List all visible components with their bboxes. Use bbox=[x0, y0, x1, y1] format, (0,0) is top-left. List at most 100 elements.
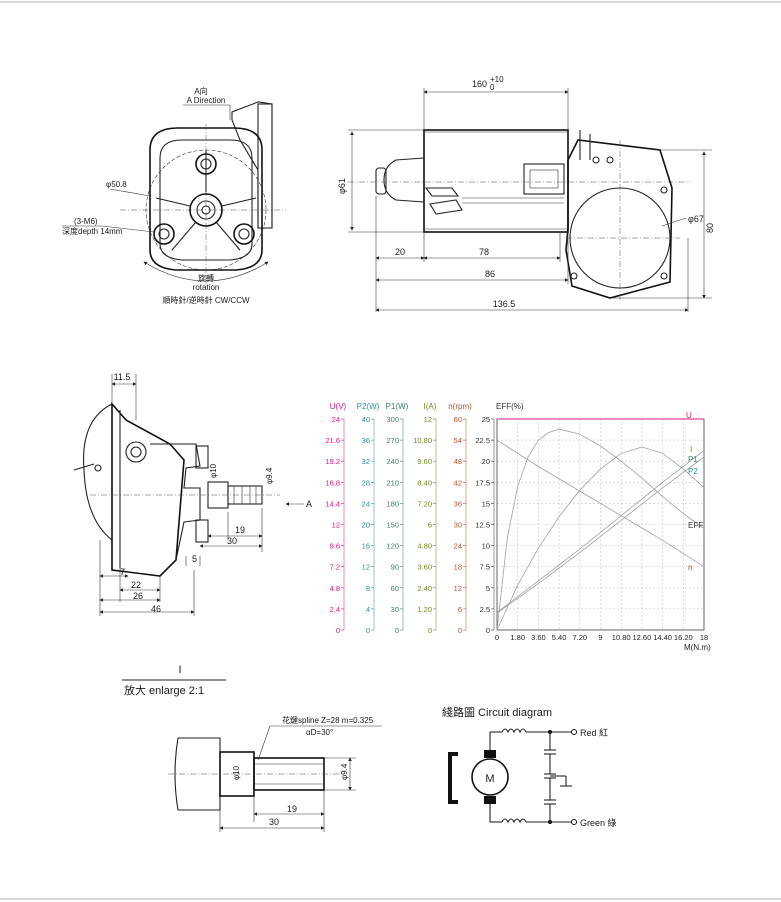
enlarge-title: 放大 enlarge 2:1 bbox=[124, 683, 204, 697]
axis-tick-label-4: 60 bbox=[454, 415, 462, 424]
axis-tick-label-0: 21.6 bbox=[325, 436, 340, 445]
axis-tick-label-0: 0 bbox=[336, 626, 340, 635]
axis-tick-label-3: 0 bbox=[428, 626, 432, 635]
circuit-diagram: 綫路圖 Circuit diagram M Red 紅 bbox=[442, 706, 617, 828]
series-label-eff: EFF bbox=[688, 521, 703, 530]
axis-tick-label-1: 36 bbox=[362, 436, 370, 445]
series-line-eff bbox=[496, 428, 705, 631]
phi67-label: φ67 bbox=[688, 214, 704, 224]
axis-tick-label-1: 28 bbox=[362, 478, 370, 487]
side-view: 160 +10 0 φ61 bbox=[337, 75, 715, 312]
a-direction-cn: A向 bbox=[194, 86, 207, 96]
axis-tick-label-1: 4 bbox=[366, 605, 370, 614]
d1365-label: 136.5 bbox=[493, 299, 516, 309]
x-tick-label: 12.60 bbox=[633, 633, 652, 642]
axis-tick-label-2: 60 bbox=[391, 584, 399, 593]
shaft-d7-label: 7 bbox=[120, 567, 125, 577]
axis-title-5: EFF(%) bbox=[496, 402, 524, 411]
x-axis-label: M(N.m) bbox=[684, 643, 711, 652]
axis-tick-label-0: 14.4 bbox=[325, 499, 340, 508]
x-tick-label: 10.80 bbox=[612, 633, 631, 642]
axis-tick-label-0: 19.2 bbox=[325, 457, 340, 466]
shaft-d19-label: 19 bbox=[235, 525, 245, 535]
axis-tick-label-2: 120 bbox=[386, 542, 399, 551]
green-wire-label: Green 綠 bbox=[580, 817, 617, 828]
phi61-label: φ61 bbox=[337, 178, 347, 194]
x-tick-label: 9 bbox=[598, 633, 602, 642]
axis-tick-label-4: 42 bbox=[454, 478, 462, 487]
axis-tick-label-3: 10.80 bbox=[413, 436, 432, 445]
x-tick-label: 0 bbox=[495, 633, 499, 642]
series-line-p2 bbox=[496, 446, 705, 631]
axis-tick-label-1: 32 bbox=[362, 457, 370, 466]
enlarge-d30-label: 30 bbox=[269, 817, 279, 827]
axis-tick-label-1: 20 bbox=[362, 521, 370, 530]
rotation-en: rotation bbox=[193, 283, 220, 292]
axis-tick-label-1: 16 bbox=[362, 542, 370, 551]
rotation-cn: 旋轉 bbox=[198, 273, 214, 283]
shaft-phi94-label: φ9.4 bbox=[265, 467, 274, 484]
motor-label: M bbox=[485, 773, 494, 785]
x-tick-label: 14.40 bbox=[653, 633, 672, 642]
axis-tick-label-5: 17.5 bbox=[475, 478, 490, 487]
axis-tick-label-2: 90 bbox=[391, 563, 399, 572]
enlarge-phi10-label: φ10 bbox=[232, 765, 241, 780]
len160-label: 160 bbox=[472, 79, 487, 89]
axis-tick-label-3: 8.40 bbox=[417, 478, 432, 487]
axis-tick-label-3: 7.20 bbox=[417, 499, 432, 508]
axis-tick-label-0: 9.6 bbox=[330, 542, 340, 551]
series-label-i: I bbox=[690, 445, 692, 454]
axis-tick-label-4: 48 bbox=[454, 457, 462, 466]
axis-tick-label-5: 10 bbox=[482, 542, 490, 551]
axis-tick-label-1: 40 bbox=[362, 415, 370, 424]
axis-tick-label-5: 0 bbox=[486, 626, 490, 635]
axis-tick-label-4: 54 bbox=[454, 436, 462, 445]
axis-tick-label-3: 6 bbox=[428, 521, 432, 530]
x-tick-label: 7.20 bbox=[572, 633, 587, 642]
circuit-title: 綫路圖 Circuit diagram bbox=[442, 706, 552, 719]
axis-tick-label-3: 4.80 bbox=[417, 542, 432, 551]
m6-label: (3-M6) bbox=[74, 217, 98, 226]
x-tick-label: 5.40 bbox=[552, 633, 567, 642]
axis-tick-label-0: 4.8 bbox=[330, 584, 340, 593]
axis-tick-label-1: 12 bbox=[362, 563, 370, 572]
axis-tick-label-4: 18 bbox=[454, 563, 462, 572]
shaft-d46-label: 46 bbox=[151, 604, 161, 614]
axis-tick-label-4: 36 bbox=[454, 499, 462, 508]
axis-tick-label-3: 12 bbox=[424, 415, 432, 424]
axis-tick-label-4: 30 bbox=[454, 521, 462, 530]
tol-up-label: +10 bbox=[490, 75, 504, 84]
axis-tick-label-0: 2.4 bbox=[330, 605, 340, 614]
axis-tick-label-2: 30 bbox=[391, 605, 399, 614]
cw-ccw-label: 順時針/逆時針 CW/CCW bbox=[162, 295, 250, 305]
axis-tick-label-5: 5 bbox=[486, 584, 490, 593]
front-view: A向 A Direction φ50.8 (3-M6) bbox=[62, 86, 286, 305]
series-label-p1: P1 bbox=[688, 455, 698, 464]
series-label-n: n bbox=[688, 563, 692, 572]
x-tick-label: 3.60 bbox=[531, 633, 546, 642]
axis-tick-label-5: 12.5 bbox=[475, 521, 490, 530]
axis-tick-label-0: 16.8 bbox=[325, 478, 340, 487]
axis-tick-label-4: 6 bbox=[458, 605, 462, 614]
tol-dn-label: 0 bbox=[490, 83, 495, 92]
axis-tick-label-4: 24 bbox=[454, 542, 462, 551]
x-tick-label: 16.20 bbox=[674, 633, 693, 642]
axis-tick-label-1: 24 bbox=[362, 499, 370, 508]
axis-title-1: P2(W) bbox=[357, 402, 380, 411]
enlarge-phi94-label: φ9.4 bbox=[340, 763, 349, 780]
axis-tick-label-0: 24 bbox=[332, 415, 340, 424]
x-tick-label: 1.80 bbox=[510, 633, 525, 642]
axis-tick-label-2: 0 bbox=[395, 626, 399, 635]
axis-tick-label-4: 12 bbox=[454, 584, 462, 593]
axis-tick-label-3: 3.60 bbox=[417, 563, 432, 572]
axis-tick-label-2: 270 bbox=[386, 436, 399, 445]
series-label-p2: P2 bbox=[688, 467, 698, 476]
shaft-d5-label: 5 bbox=[192, 554, 197, 564]
axis-tick-label-1: 8 bbox=[366, 584, 370, 593]
h80-label: 80 bbox=[705, 223, 715, 233]
axis-tick-label-5: 7.5 bbox=[480, 563, 490, 572]
axis-title-2: P1(W) bbox=[386, 402, 409, 411]
series-line-p1 bbox=[496, 456, 705, 614]
axis-tick-label-2: 180 bbox=[386, 499, 399, 508]
